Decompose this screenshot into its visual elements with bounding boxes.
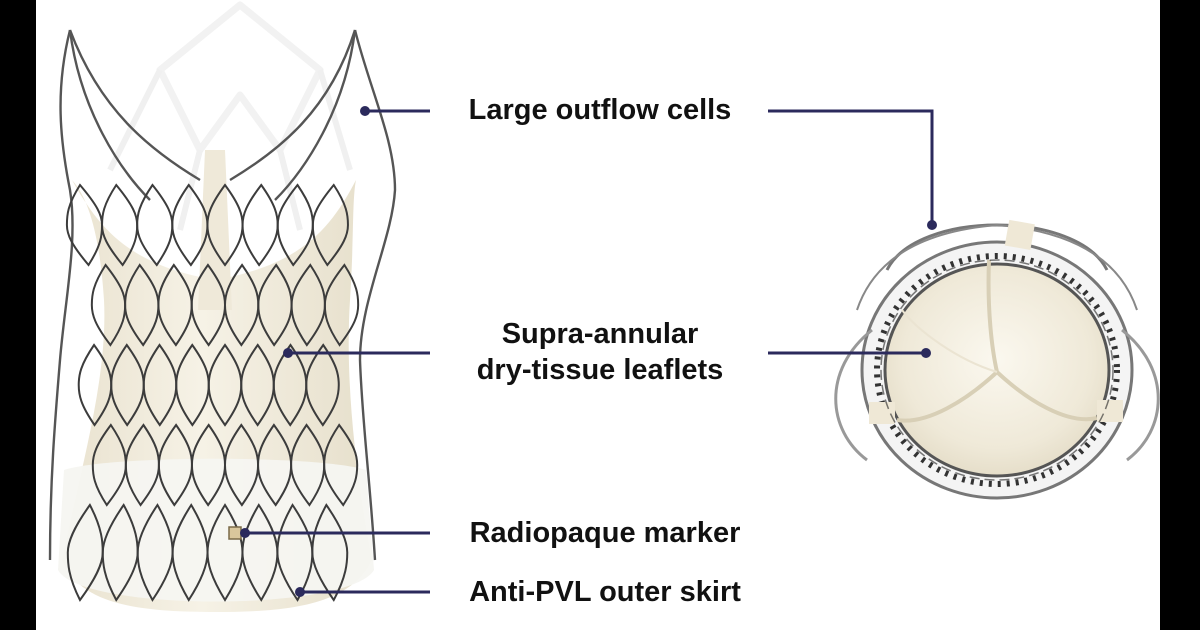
radiopaque-marker — [229, 527, 241, 539]
leader-outflow-right — [768, 111, 932, 225]
label-outer-skirt: Anti-PVL outer skirt — [440, 574, 770, 610]
valve-top-view — [836, 220, 1159, 498]
mesh-cell — [137, 185, 172, 265]
valve-side-view — [50, 5, 395, 612]
label-radiopaque-marker: Radiopaque marker — [440, 515, 770, 551]
leaflet-post — [198, 150, 232, 310]
label-leaflets-line1: Supra-annular — [440, 316, 760, 352]
label-leaflets: Supra-annular dry-tissue leaflets — [440, 316, 760, 388]
label-leaflets-line2: dry-tissue leaflets — [440, 352, 760, 388]
mesh-cell — [243, 185, 278, 265]
label-outflow-cells: Large outflow cells — [440, 92, 760, 128]
